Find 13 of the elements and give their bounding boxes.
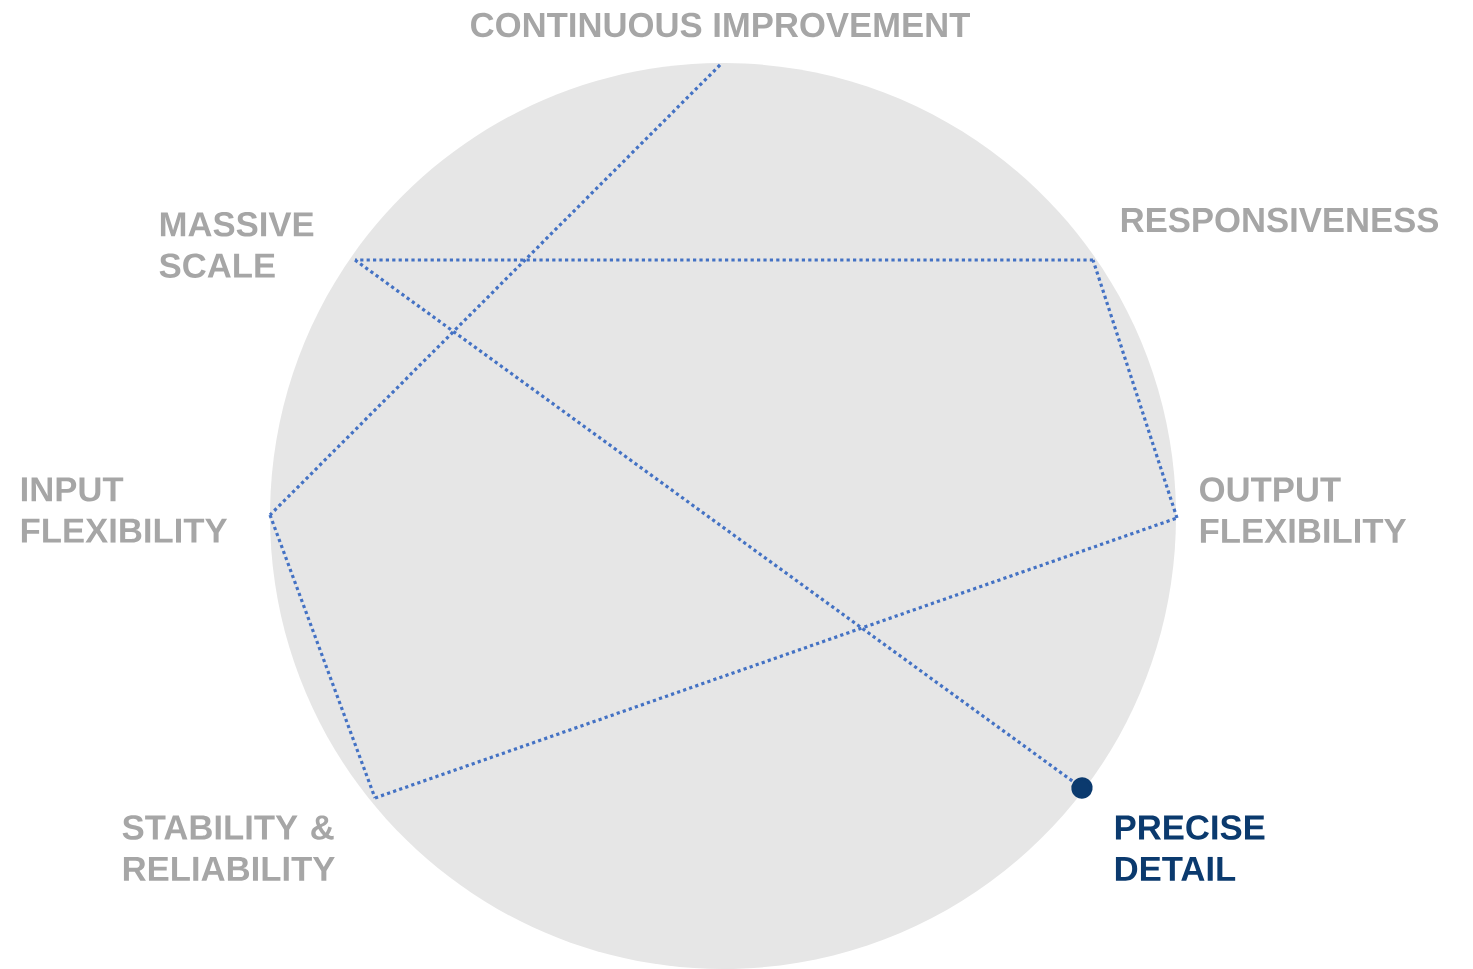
dotted-line <box>1091 259 1179 519</box>
axis-label: INPUT FLEXIBILITY <box>21 477 228 543</box>
dotted-line <box>268 63 722 517</box>
axis-label: STABILITY & RELIABILITY <box>122 815 335 881</box>
dotted-line <box>268 514 377 799</box>
axis-label: OUTPUT FLEXIBILITY <box>1200 477 1407 543</box>
axis-label: MASSIVE SCALE <box>159 212 314 278</box>
dotted-line <box>354 258 1093 799</box>
axis-label: CONTINUOUS IMPROVEMENT <box>471 12 970 38</box>
axis-label: RESPONSIVENESS <box>1121 207 1439 233</box>
dotted-line <box>355 258 1093 262</box>
axis-label: PRECISE DETAIL <box>1115 815 1265 881</box>
dotted-line <box>374 516 1178 800</box>
